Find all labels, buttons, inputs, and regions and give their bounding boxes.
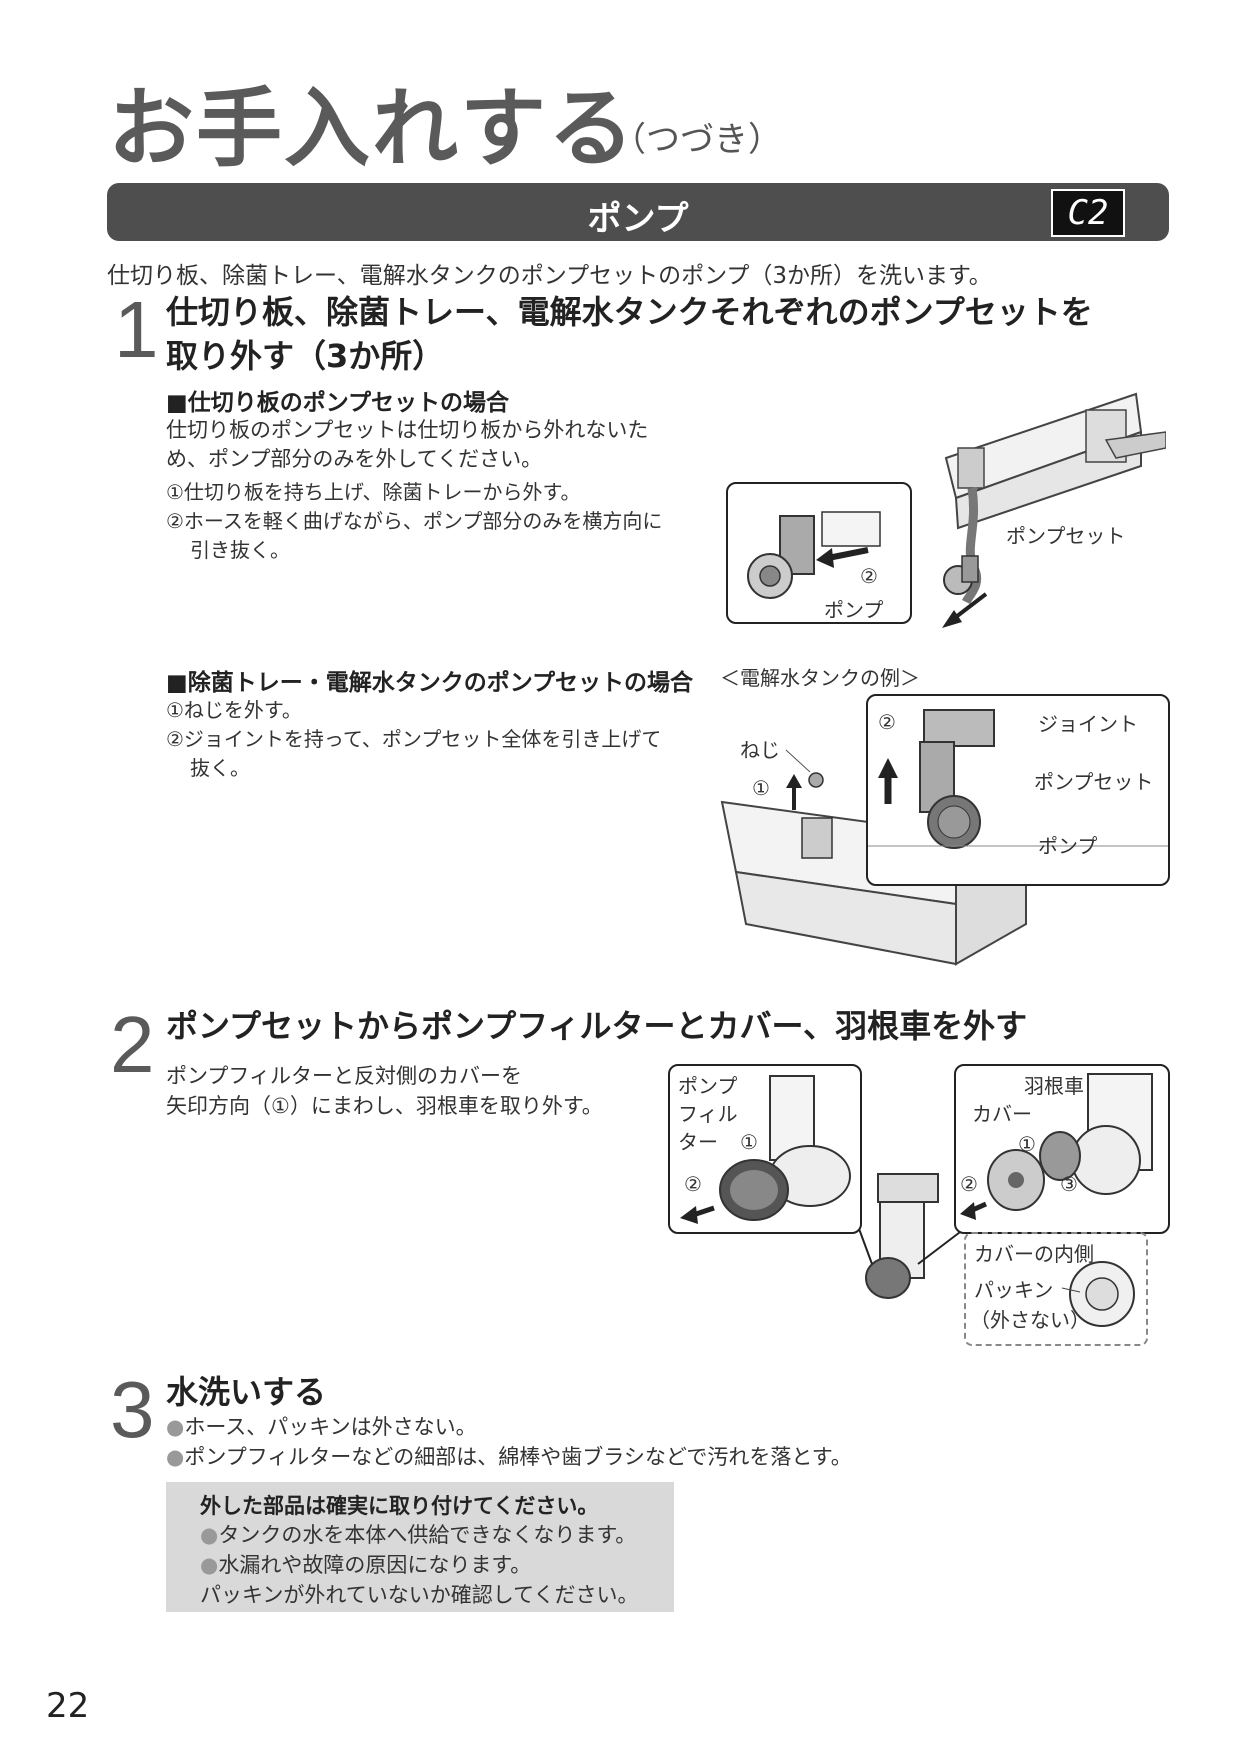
step-3-bullet-2-text: ポンプフィルターなどの細部は、綿棒や歯ブラシなどで汚れを落とす。 <box>184 1445 852 1469</box>
step-2-text-line1: ポンプフィルターと反対側のカバーを <box>166 1064 522 1088</box>
tank-pump-figure: ねじ ① ② ジョイント ポンプセット ポンプ <box>716 694 1170 966</box>
partition-text-line1: 仕切り板のポンプセットは仕切り板から外れないた <box>166 418 649 442</box>
partition-step-marker: ② <box>860 564 878 588</box>
step-3-bullet-1-text: ホース、パッキンは外さない。 <box>184 1415 477 1439</box>
partition-item-1: ①仕切り板を持ち上げ、除菌トレーから外す。 <box>166 480 581 504</box>
display-code-badge: C2 <box>1051 189 1125 237</box>
tank-step-marker-2: ② <box>878 710 896 734</box>
bullet-icon: ● <box>166 1445 185 1469</box>
filter-label-line1: ポンプ <box>678 1074 738 1098</box>
step-1-number: 1 <box>114 285 159 374</box>
step-3-title: 水洗いする <box>166 1373 327 1411</box>
step-2-text-line2: 矢印方向（①）にまわし、羽根車を取り外す。 <box>166 1094 603 1118</box>
step-3-bullet-1: ●ホース、パッキンは外さない。 <box>166 1412 477 1442</box>
page-number: 22 <box>46 1686 90 1726</box>
cover-label: カバー <box>972 1102 1032 1126</box>
pumpset-illustration <box>857 1173 969 1299</box>
filter-label-line2: フィル <box>678 1102 738 1126</box>
tank-figure-caption: ＜電解水タンクの例＞ <box>720 666 920 690</box>
partition-illustration <box>942 392 1166 628</box>
partition-pump-label: ポンプ <box>824 598 884 622</box>
tank-step-marker-1: ① <box>752 776 770 800</box>
tray-item-1: ①ねじを外す。 <box>166 698 302 722</box>
filter-step-marker-1: ① <box>740 1130 758 1154</box>
step-3-bullet-2: ●ポンプフィルターなどの細部は、綿棒や歯ブラシなどで汚れを落とす。 <box>166 1442 852 1472</box>
pump-detail-illustration <box>747 511 881 599</box>
cover-inner-detail: カバーの内側 パッキン （外さない） <box>964 1232 1148 1346</box>
impeller-step-marker-2: ② <box>960 1172 978 1196</box>
impeller-label: 羽根車 <box>1024 1074 1084 1098</box>
note-bullet-1: ●タンクの水を本体へ供給できなくなります。 <box>200 1523 637 1547</box>
filter-detail-inset: ポンプ フィル ター ① ② <box>668 1064 862 1234</box>
tray-item-2-line2: 抜く。 <box>190 756 250 780</box>
screw-label: ねじ <box>740 738 780 762</box>
bullet-icon: ● <box>200 1553 219 1577</box>
partition-pumpset-label: ポンプセット <box>1006 524 1126 548</box>
intro-text: 仕切り板、除菌トレー、電解水タンクのポンプセットのポンプ（3か所）を洗います。 <box>107 263 992 289</box>
section-title: ポンプ <box>587 199 689 239</box>
tray-heading: ■除菌トレー・電解水タンクのポンプセットの場合 <box>166 670 694 696</box>
tray-item-2-line1: ②ジョイントを持って、ポンプセット全体を引き上げて <box>166 727 662 751</box>
note-line-3: パッキンが外れていないか確認してください。 <box>200 1583 639 1607</box>
filter-label-line3: ター <box>678 1130 718 1154</box>
impeller-detail-illustration <box>960 1073 1153 1220</box>
joint-label: ジョイント <box>1038 712 1138 736</box>
partition-text-line2: め、ポンプ部分のみを外してください。 <box>166 447 543 471</box>
page-title: お手入れする <box>108 79 636 179</box>
partition-pump-figure: ② ポンプ ポンプセット <box>726 388 1166 640</box>
section-header: ポンプ C2 <box>107 183 1169 241</box>
packing-note-label: （外さない） <box>970 1308 1090 1332</box>
disassembly-figure: ポンプ フィル ター ① ② 羽根車 カバー ① ② ③ カバーの内側 パッキン… <box>668 1064 1170 1354</box>
partition-item-2-line2: 引き抜く。 <box>190 538 290 562</box>
bullet-icon: ● <box>200 1523 219 1547</box>
impeller-detail-inset: 羽根車 カバー ① ② ③ <box>954 1064 1170 1234</box>
tank-pumpset-label: ポンプセット <box>1034 770 1154 794</box>
note-bullet-2: ●水漏れや故障の原因になります。 <box>200 1553 532 1577</box>
caution-note: 外した部品は確実に取り付けてください。 ●タンクの水を本体へ供給できなくなります… <box>166 1482 674 1612</box>
step-1-title-line2: 取り外す（3か所） <box>166 337 445 375</box>
filter-detail-illustration <box>680 1075 851 1224</box>
partition-item-2-line1: ②ホースを軽く曲げながら、ポンプ部分のみを横方向に <box>166 509 663 533</box>
step-2-title: ポンプセットからポンプフィルターとカバー、羽根車を外す <box>166 1007 1028 1045</box>
step-1-title-line1: 仕切り板、除菌トレー、電解水タンクそれぞれのポンプセットを <box>166 293 1093 331</box>
cover-inner-title: カバーの内側 <box>974 1242 1094 1266</box>
step-3-number: 3 <box>110 1365 155 1454</box>
tank-pump-label: ポンプ <box>1038 834 1098 858</box>
page-title-suffix: （つづき） <box>612 120 782 160</box>
partition-heading: ■仕切り板のポンプセットの場合 <box>166 390 510 416</box>
packing-illustration <box>1061 1261 1135 1327</box>
partition-detail-inset: ② ポンプ <box>726 482 912 624</box>
bullet-icon: ● <box>166 1415 185 1439</box>
packing-label: パッキン <box>974 1278 1054 1302</box>
tank-detail-inset: ② ジョイント ポンプセット ポンプ <box>866 694 1170 886</box>
impeller-step-marker-1: ① <box>1018 1132 1036 1156</box>
tank-pump-detail-illustration <box>868 709 1168 849</box>
filter-step-marker-2: ② <box>684 1172 702 1196</box>
step-2-number: 2 <box>110 1000 155 1089</box>
note-heading: 外した部品は確実に取り付けてください。 <box>200 1494 599 1518</box>
impeller-step-marker-3: ③ <box>1060 1172 1078 1196</box>
tank-illustration <box>720 749 1027 966</box>
